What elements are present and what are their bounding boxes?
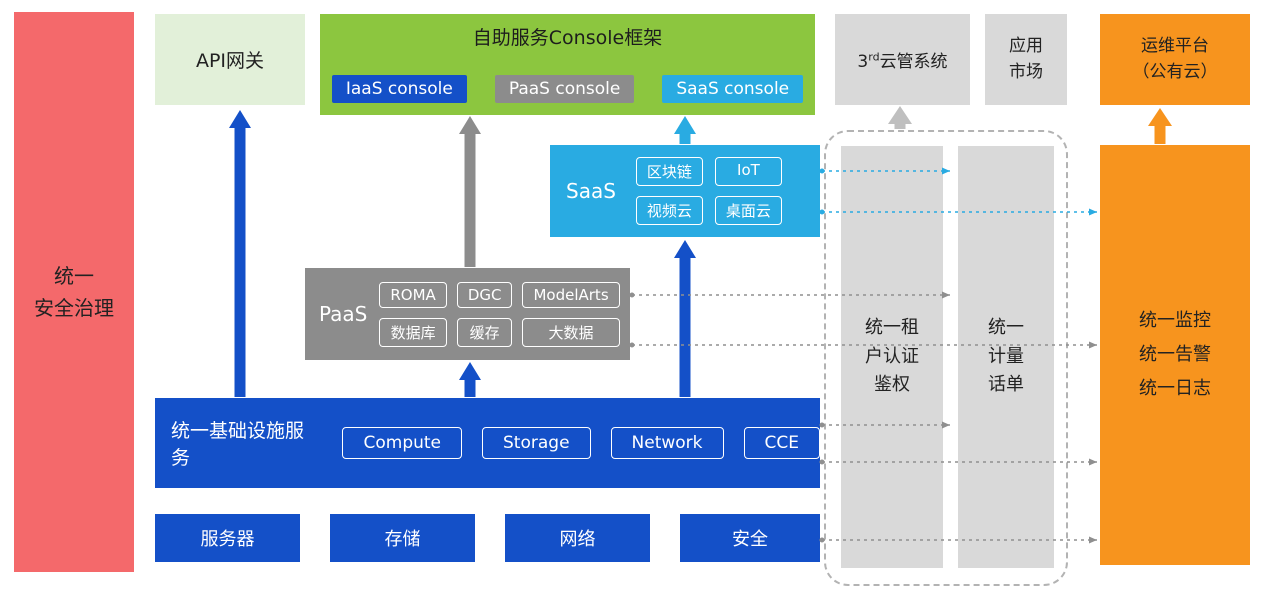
arrow-infra-to-paas (459, 362, 481, 397)
saas-chip-blockchain: 区块链 (635, 157, 703, 186)
infra-chip-storage: Storage (482, 427, 591, 459)
saas-chip-video-cloud: 视频云 (635, 196, 703, 225)
paas-chip-modelarts: ModelArts (522, 281, 620, 308)
dot-paas-auth (629, 292, 635, 298)
arrow-infra-to-api-gateway (229, 110, 251, 397)
paas-chip-dgc: DGC (456, 281, 513, 308)
security-governance-bar: 统一 安全治理 (14, 12, 134, 572)
infra-chip-compute: Compute (342, 427, 463, 459)
infrastructure-layer-box: 统一基础设施服务 Compute Storage Network CCE (155, 398, 820, 488)
arrow-paas-to-console (459, 116, 481, 267)
iaas-console-button: IaaS console (331, 75, 467, 103)
app-market-box: 应用 市场 (985, 14, 1067, 105)
third-party-cms-sup: rd (868, 50, 880, 64)
metering-billing-bar: 统一 计量 话单 (958, 146, 1054, 568)
infra-chip-cce: CCE (743, 427, 820, 459)
third-party-cloud-management-box: 3rd云管系统 (835, 14, 970, 105)
arrow-shared-to-third-cms (888, 106, 912, 129)
paas-chip-cache: 缓存 (456, 317, 513, 347)
third-party-cms-label: 3rd云管系统 (857, 50, 948, 72)
shared-services-dashed-container (824, 130, 1068, 586)
paas-layer-label: PaaS (319, 302, 368, 326)
saas-chip-desktop-cloud: 桌面云 (714, 196, 782, 225)
saas-chip-grid: 区块链 IoT 视频云 桌面云 (635, 157, 782, 225)
saas-layer-box: SaaS 区块链 IoT 视频云 桌面云 (550, 145, 820, 237)
arrow-monitor-to-om-platform (1148, 108, 1172, 144)
paas-layer-box: PaaS ROMA DGC ModelArts 数据库 缓存 大数据 (305, 268, 630, 360)
api-gateway-box: API网关 (155, 14, 305, 105)
console-frame-box: 自助服务Console框架 IaaS console PaaS console … (320, 14, 815, 115)
paas-chip-grid: ROMA DGC ModelArts 数据库 缓存 大数据 (379, 281, 620, 347)
infrastructure-chip-row: Compute Storage Network CCE (342, 427, 820, 459)
paas-chip-database: 数据库 (379, 317, 447, 347)
dot-paas-monitor (629, 342, 635, 348)
hardware-server-box: 服务器 (155, 514, 300, 562)
tenant-auth-bar: 统一租 户认证 鉴权 (841, 146, 943, 568)
infrastructure-layer-label: 统一基础设施服务 (171, 420, 305, 469)
om-platform-box: 运维平台 （公有云） (1100, 14, 1250, 105)
hardware-storage-box: 存储 (330, 514, 475, 562)
saas-layer-label: SaaS (566, 179, 616, 203)
infra-chip-network: Network (610, 427, 724, 459)
arrow-saas-to-console (674, 116, 696, 144)
arrow-infra-to-saas (674, 240, 696, 397)
console-buttons: IaaS console PaaS console SaaS console (331, 75, 804, 103)
paas-chip-roma: ROMA (379, 281, 447, 308)
paas-chip-bigdata: 大数据 (522, 317, 620, 347)
saas-chip-iot: IoT (714, 157, 782, 186)
hardware-network-box: 网络 (505, 514, 650, 562)
saas-console-button: SaaS console (662, 75, 804, 103)
paas-console-button: PaaS console (494, 75, 635, 103)
hardware-security-box: 安全 (680, 514, 820, 562)
console-frame-title: 自助服务Console框架 (472, 27, 663, 49)
monitor-alarm-log-bar: 统一监控 统一告警 统一日志 (1100, 145, 1250, 565)
